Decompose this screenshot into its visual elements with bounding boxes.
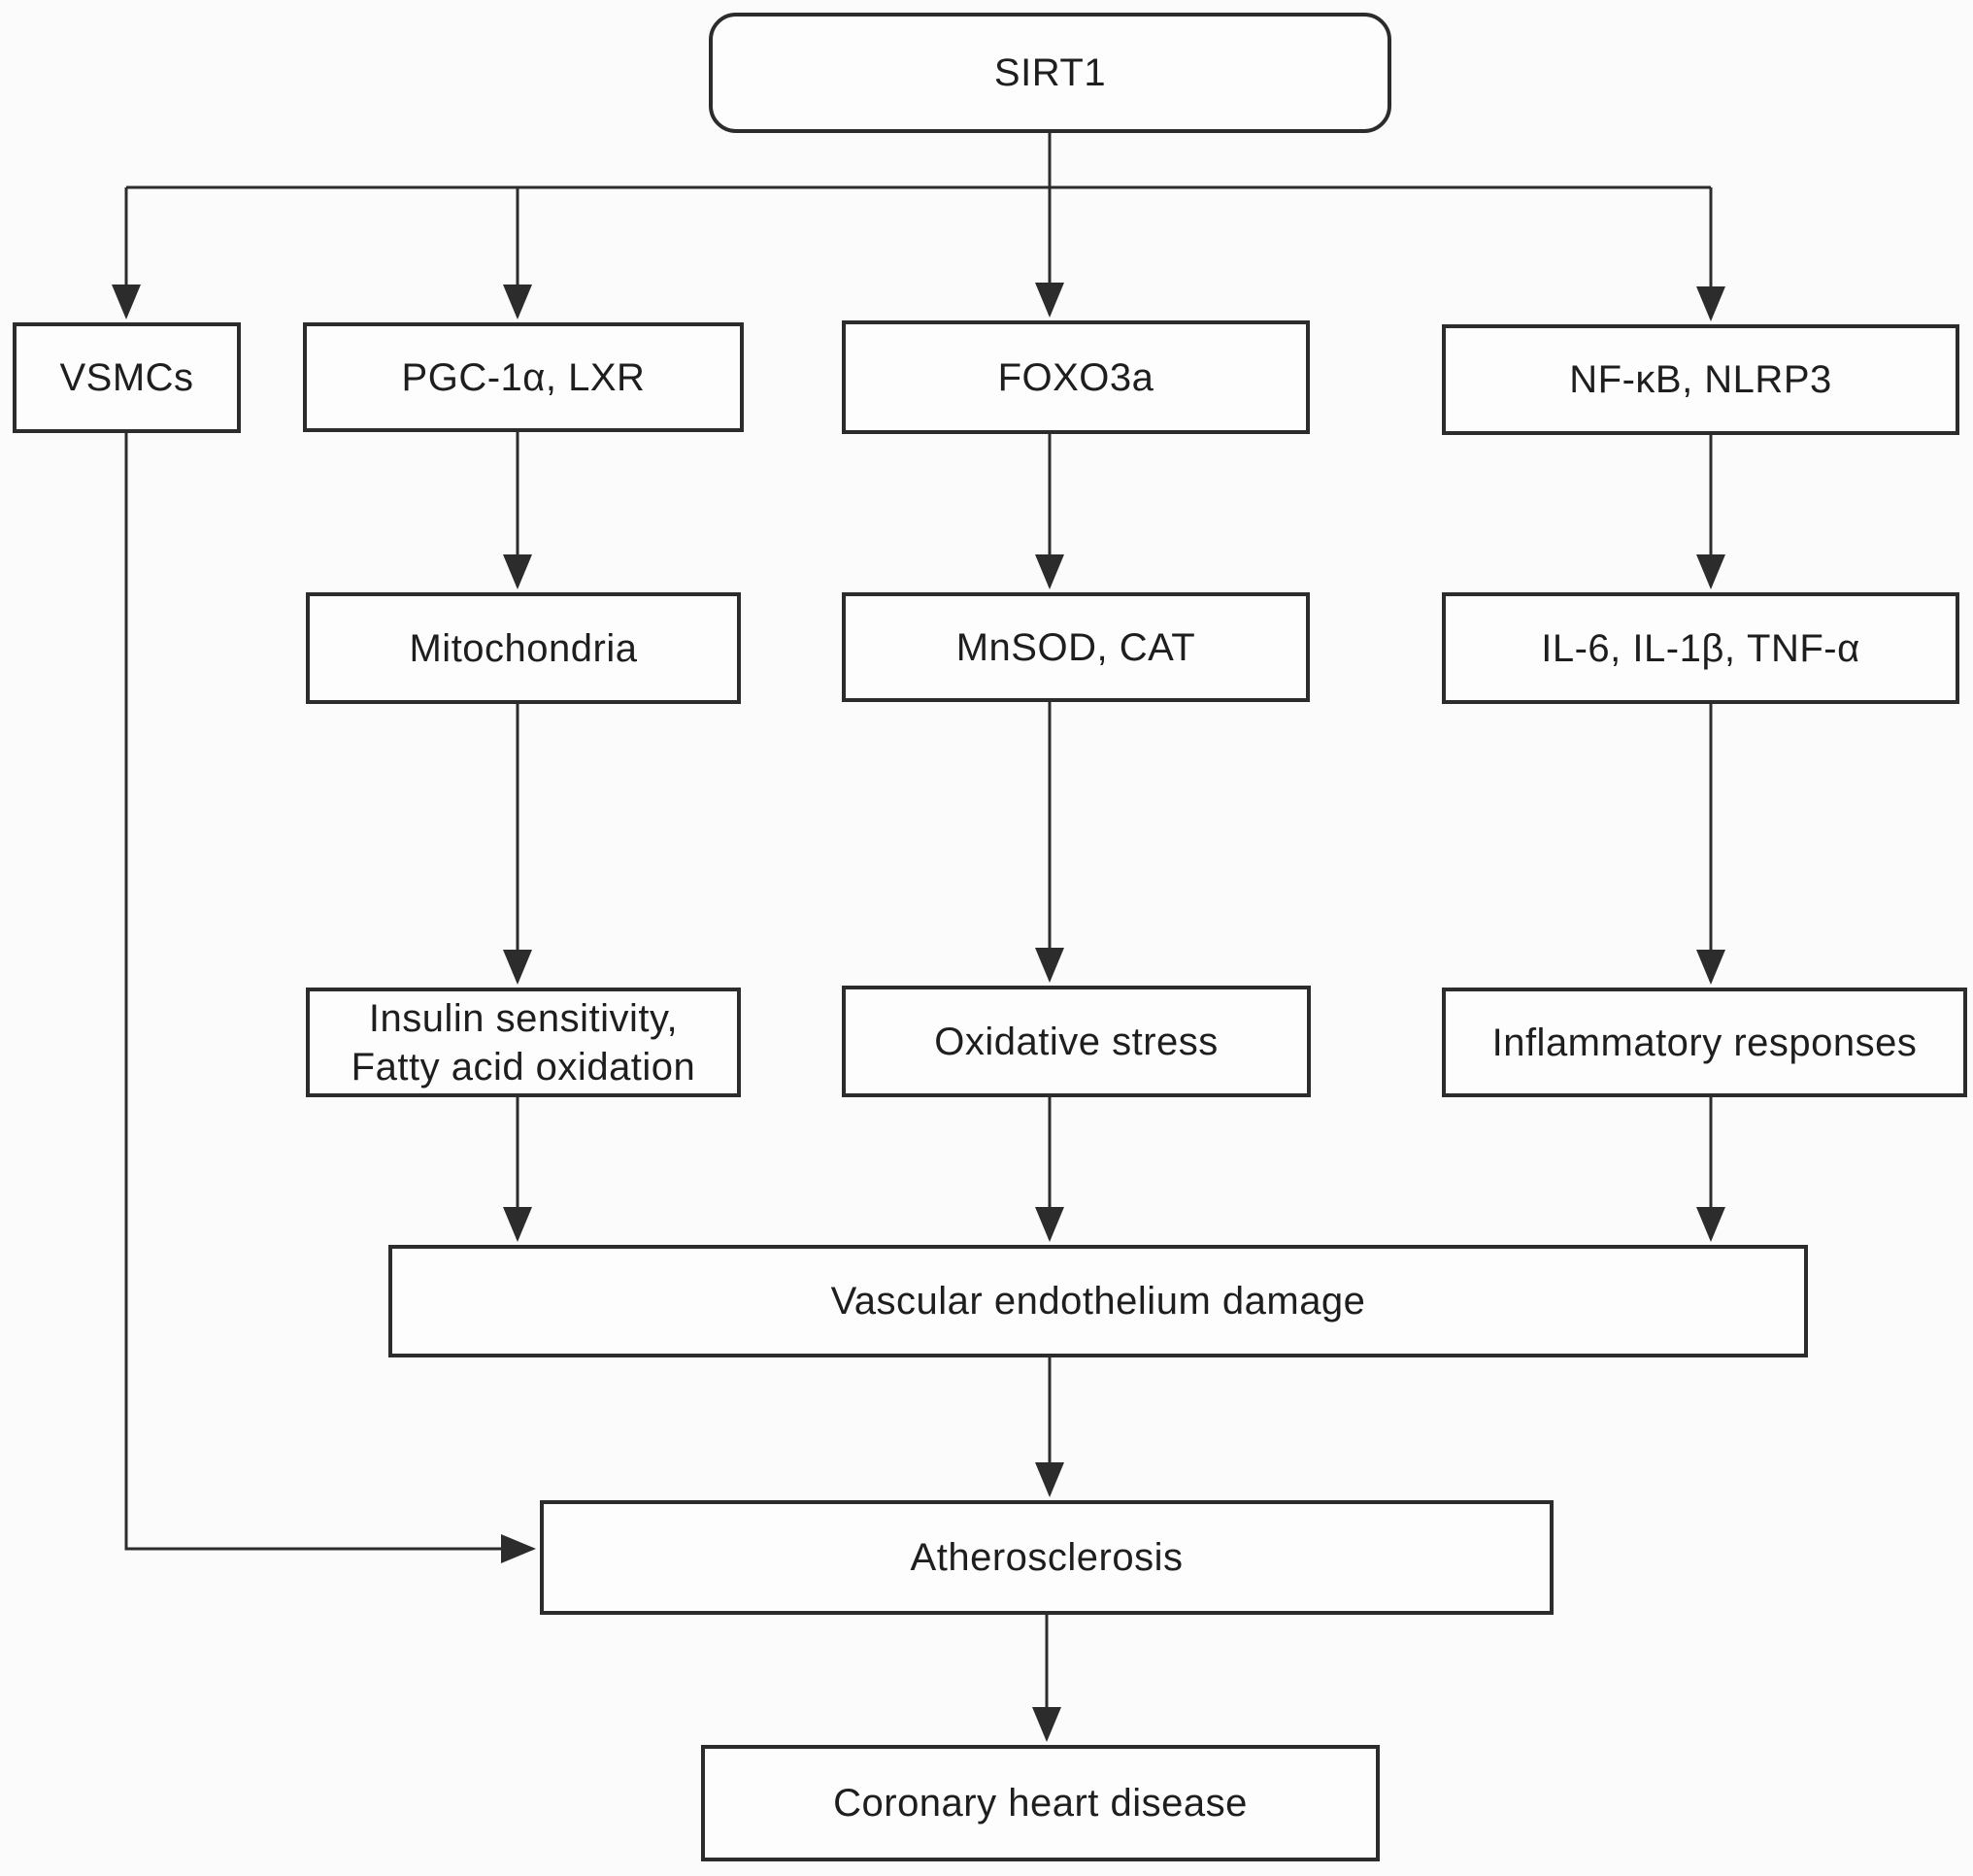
node-mnsod-cat: MnSOD, CAT [842,592,1310,702]
node-label: NF-κB, NLRP3 [1569,358,1832,401]
node-inflammatory-responses: Inflammatory responses [1442,988,1967,1097]
node-label: IL-6, IL-1β, TNF-α [1541,626,1860,670]
node-vsmcs: VSMCs [13,322,241,433]
node-label: FOXO3a [997,355,1154,399]
node-label: Vascular endothelium damage [830,1280,1366,1323]
node-label: Insulin sensitivity, Fatty acid oxidatio… [310,994,737,1091]
node-label-line2: Fatty acid oxidation [351,1045,696,1089]
node-pgc1a-lxr: PGC-1α, LXR [303,322,744,432]
node-label: PGC-1α, LXR [401,355,646,399]
node-label: VSMCs [59,356,194,399]
node-label: Atherosclerosis [910,1536,1184,1579]
node-label: Inflammatory responses [1491,1021,1918,1064]
node-label: Coronary heart disease [833,1782,1248,1825]
node-vascular-endothelium-damage: Vascular endothelium damage [388,1245,1808,1357]
node-foxo3a: FOXO3a [842,320,1310,434]
node-nfkb-nlrp3: NF-κB, NLRP3 [1442,324,1959,435]
node-atherosclerosis: Atherosclerosis [540,1500,1554,1615]
node-label: SIRT1 [993,51,1107,94]
node-label-line1: Insulin sensitivity, [368,996,679,1040]
node-oxidative-stress: Oxidative stress [842,986,1311,1097]
node-mitochondria: Mitochondria [306,592,741,704]
node-label: MnSOD, CAT [955,625,1196,669]
edge-vsmcs-atherosclerosis [124,433,536,1563]
node-sirt1: SIRT1 [709,13,1391,133]
node-il6-il1b-tnfa: IL-6, IL-1β, TNF-α [1442,592,1959,704]
node-label: Oxidative stress [934,1020,1219,1063]
node-label: Mitochondria [409,626,638,670]
node-coronary-heart-disease: Coronary heart disease [701,1745,1380,1861]
node-insulin-sensitivity-fatty-acid-oxidation: Insulin sensitivity, Fatty acid oxidatio… [306,988,741,1097]
